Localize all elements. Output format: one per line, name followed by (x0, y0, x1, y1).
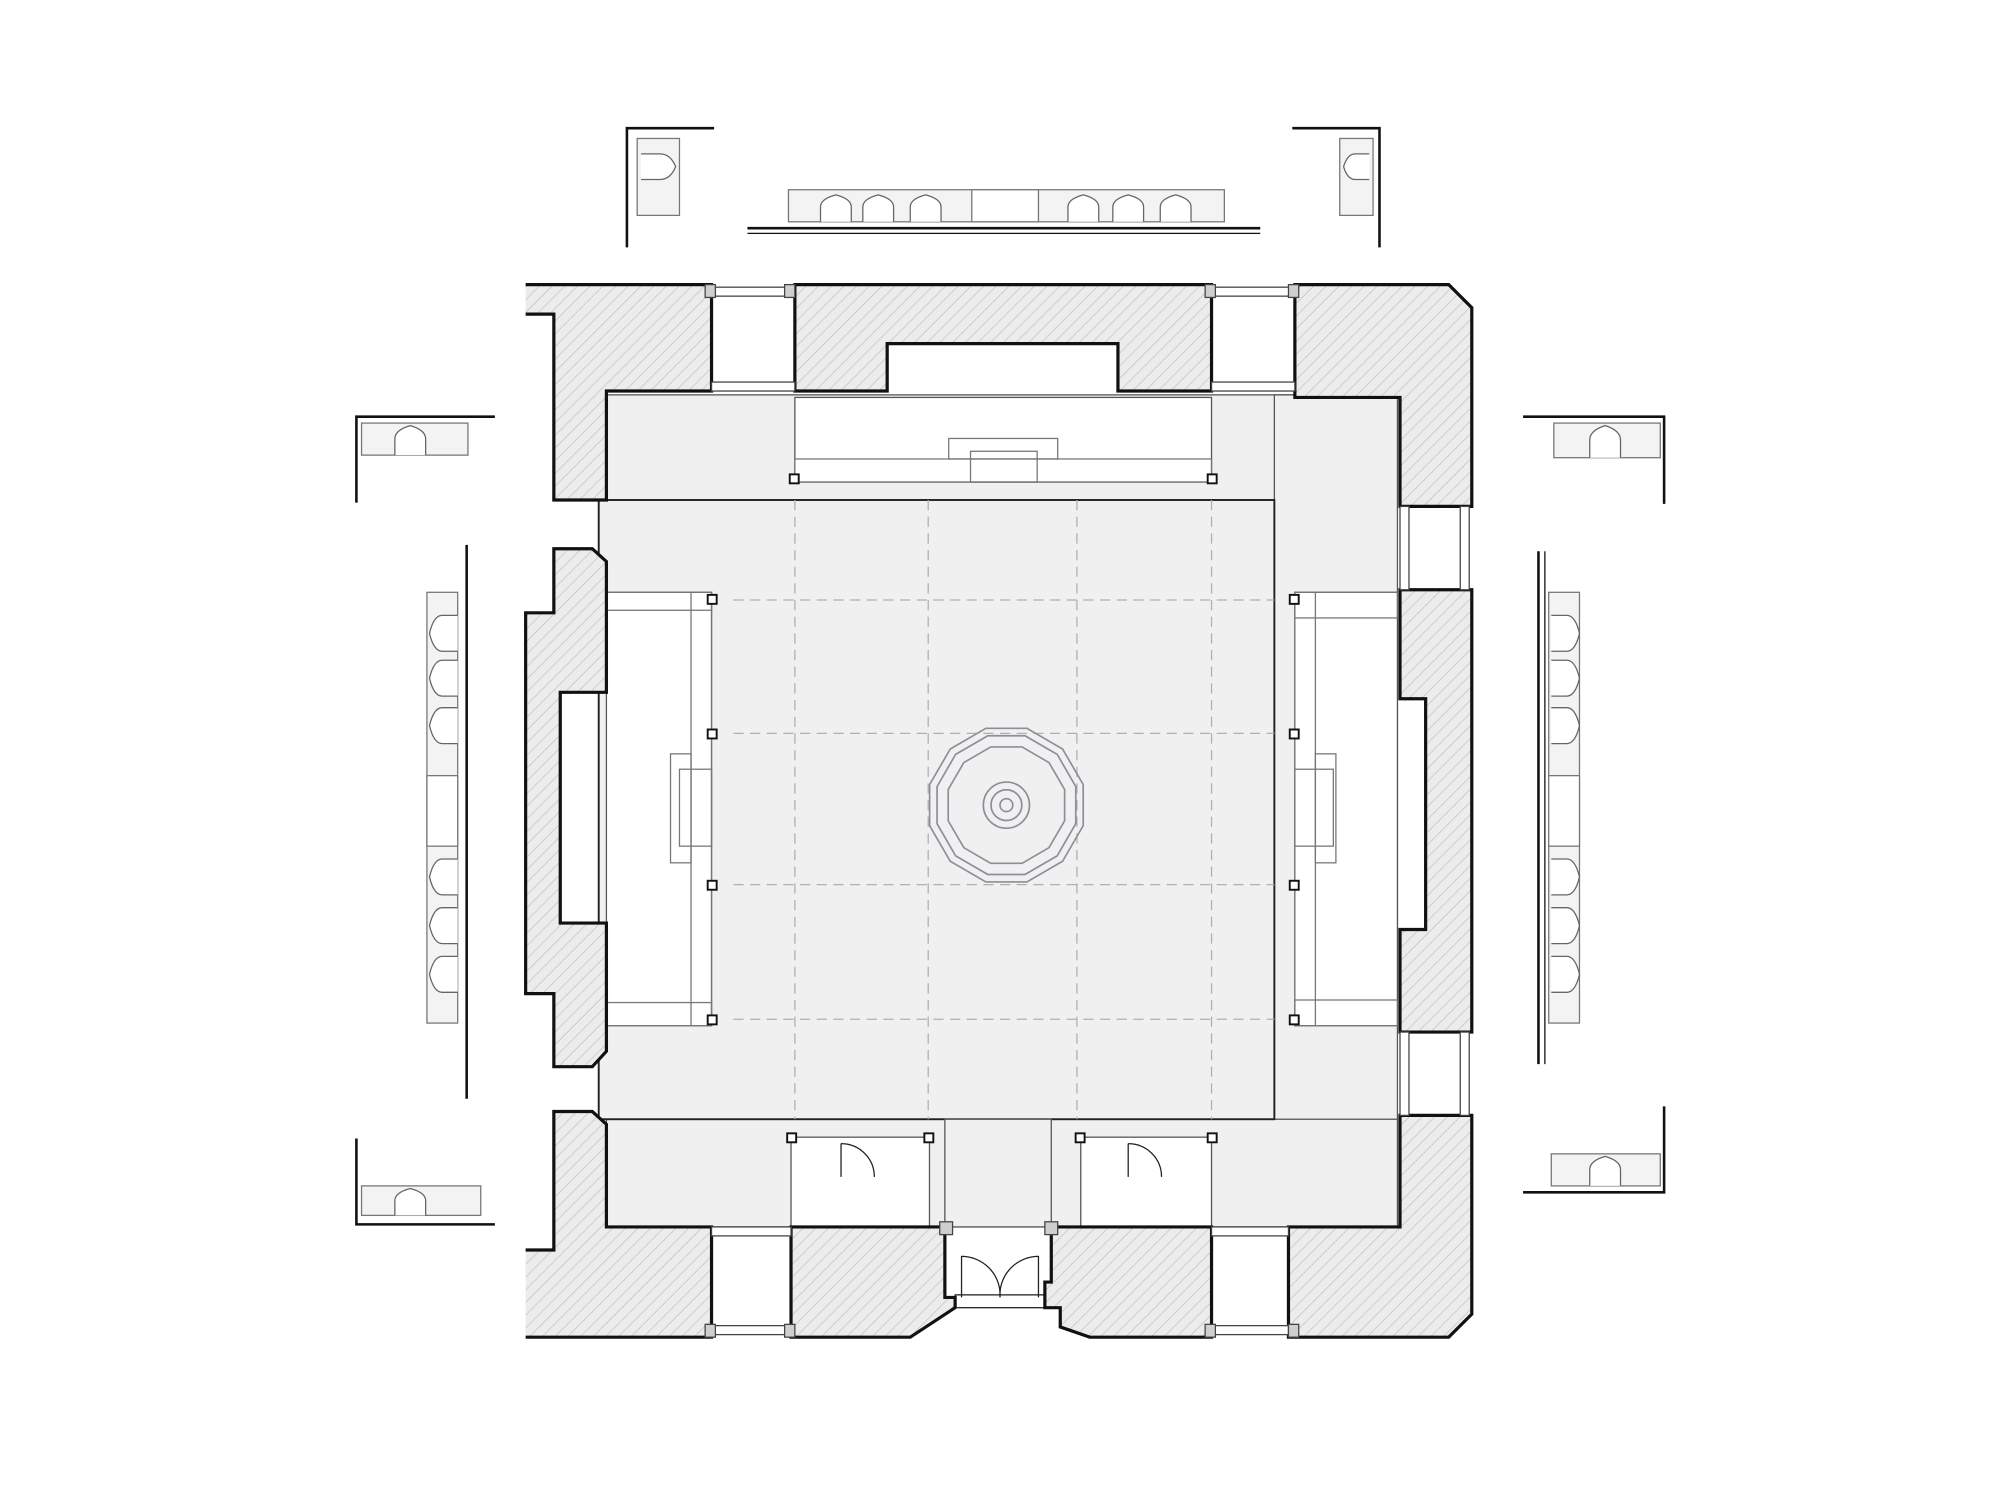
floor-areas (597, 394, 1399, 1228)
arch-niche (1551, 707, 1581, 745)
wall-northwest (525, 283, 714, 502)
arch-niche (1112, 194, 1145, 222)
arch-niche (428, 907, 458, 945)
arch-niche (428, 614, 458, 652)
room-southeast (1080, 1136, 1213, 1228)
courtyard-grid (733, 500, 1275, 1120)
arch-niche (394, 1187, 427, 1216)
wall-south-left (789, 1225, 957, 1339)
wall-southwest (525, 1109, 714, 1339)
arch-niche (1159, 194, 1192, 222)
wall-north (793, 283, 1214, 393)
entrance-passage (944, 1118, 1052, 1228)
elevation-corner-ne (1292, 126, 1381, 248)
elevation-corner-e-top (1523, 415, 1666, 504)
fountain-ring (999, 797, 1014, 813)
fountain-ring (990, 788, 1023, 822)
door-icon (1127, 1142, 1163, 1177)
fountain-basin (928, 727, 1085, 883)
iwan-east (1294, 591, 1399, 1027)
arch-niche (1589, 424, 1622, 458)
arch-niche (428, 707, 458, 745)
window-jambs (704, 283, 1300, 1338)
arch-niche (428, 858, 458, 896)
arch-niche (1551, 858, 1581, 896)
elevation-corner-nw (625, 126, 715, 248)
walls (524, 283, 1474, 1339)
arch-niche (1551, 614, 1581, 652)
entrance-double-door-icon (960, 1255, 1040, 1298)
columns (706, 473, 1300, 1144)
arch-niche (819, 194, 852, 222)
doors (840, 1142, 1163, 1309)
iwans (605, 396, 1399, 1228)
wall-southeast (1286, 1113, 1474, 1339)
arch-niche (909, 194, 942, 222)
arch-niche (1551, 659, 1581, 697)
wall-west (524, 547, 609, 1069)
arch-niche (1067, 194, 1100, 222)
fountain-basin (936, 734, 1077, 876)
fountain-icon (928, 727, 1085, 883)
wall-east (1398, 588, 1474, 1034)
arch-niche (1342, 153, 1370, 181)
arch-niche (862, 194, 895, 222)
arch-niche (1589, 1155, 1622, 1186)
arch-niche (428, 659, 458, 697)
elevation-north (747, 189, 1261, 234)
windows (710, 286, 1470, 1336)
arch-niche (428, 955, 458, 993)
elevation-corner-w-top (355, 415, 495, 503)
fountain-ring (982, 781, 1031, 830)
arch-niche (394, 424, 427, 456)
arch-niche (1551, 955, 1581, 993)
arch-niche (1551, 907, 1581, 945)
wall-northeast (1293, 283, 1474, 509)
arch-niches (394, 153, 1622, 1216)
room-southwest (790, 1136, 931, 1228)
fountain-basin (947, 746, 1066, 865)
wall-south-right (1043, 1225, 1214, 1339)
iwan-west (605, 591, 713, 1027)
arch-niche (641, 153, 677, 181)
benches (605, 437, 1399, 1027)
iwan-north (794, 396, 1213, 483)
door-icon (840, 1142, 875, 1177)
